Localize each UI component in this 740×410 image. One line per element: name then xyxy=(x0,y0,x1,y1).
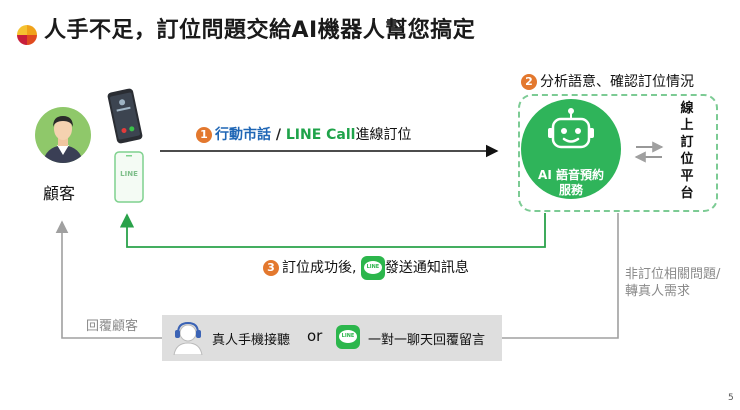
smartphone-icon xyxy=(107,88,143,144)
ai-bot-label: AI 語音預約 服務 xyxy=(521,168,621,198)
step1-part2: LINE Call xyxy=(285,127,356,143)
non-booking-label: 非訂位相關問題/ 轉真人需求 xyxy=(625,267,721,299)
human-agent-icon xyxy=(173,321,203,355)
ai-bot-label-line1: AI 語音預約 xyxy=(538,168,604,182)
step1-separator: / xyxy=(271,127,286,143)
line-phone-icon xyxy=(114,151,144,203)
step3-number: 3 xyxy=(263,260,279,276)
escalation-line xyxy=(502,213,619,339)
ai-service-group xyxy=(518,94,718,212)
step1-part1: 行動市話 xyxy=(215,127,271,143)
human-answer-label: 真人手機接聽 xyxy=(212,333,291,348)
robot-icon xyxy=(548,108,594,149)
step1-part3: 進線訂位 xyxy=(355,127,412,143)
online-booking-platform-label: 線上訂位平台 xyxy=(680,101,694,201)
page-title: 人手不足，訂位問題交給AI機器人幫您搞定 xyxy=(44,18,476,43)
line-app-icon: LINE xyxy=(360,256,385,280)
step3-text-before: 訂位成功後, xyxy=(282,260,357,276)
step2-number: 2 xyxy=(521,74,537,90)
line-phone-label: LINE xyxy=(120,170,138,178)
page-number: 5 xyxy=(728,393,734,403)
human-support-bar xyxy=(162,315,502,361)
step2-text: 分析語意、確認訂位情況 xyxy=(540,74,694,90)
customer-label: 顧客 xyxy=(43,184,76,203)
step3-arrow xyxy=(119,213,546,248)
brand-logo-icon xyxy=(17,25,37,45)
reply-customer-label: 回覆顧客 xyxy=(86,319,139,334)
step1-number: 1 xyxy=(196,127,212,143)
ai-bot-label-line2: 服務 xyxy=(558,183,583,197)
or-label: or xyxy=(307,327,323,345)
one-on-one-chat-label: 一對一聊天回覆留言 xyxy=(368,333,486,348)
customer-avatar-icon xyxy=(35,107,91,163)
line-chat-icon: LINE xyxy=(336,325,360,349)
step3-text-after: 發送通知訊息 xyxy=(384,260,469,276)
reply-customer-arrow xyxy=(55,220,162,339)
